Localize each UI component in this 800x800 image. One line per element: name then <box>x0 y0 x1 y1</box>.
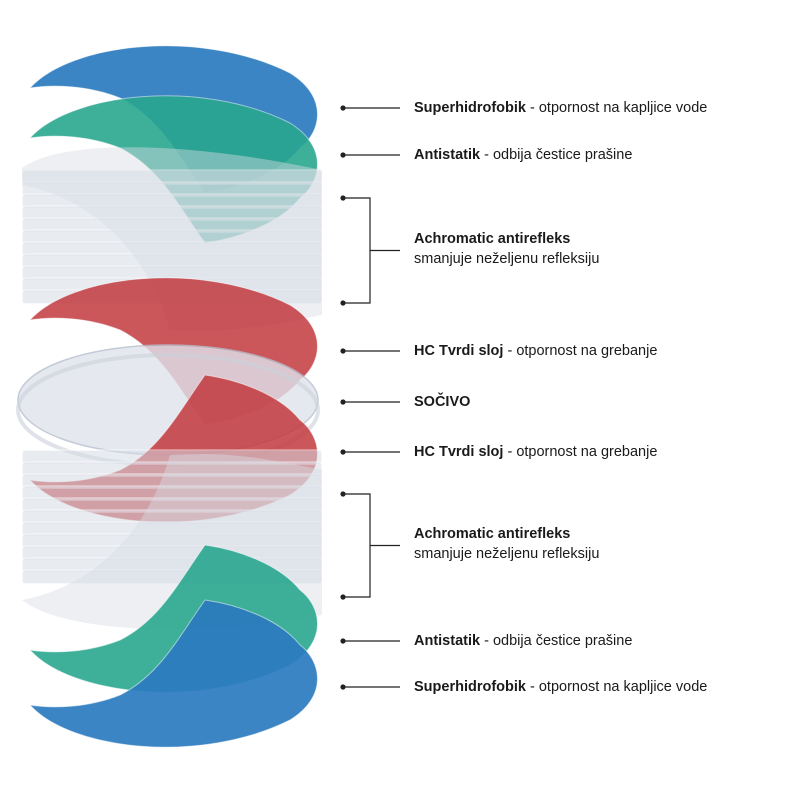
label-antirefleks-top: Achromatic antirefleks smanjuje neželjen… <box>414 229 599 269</box>
label-desc: - otpornost na grebanje <box>503 343 658 359</box>
label-antistatik-bottom: Antistatik - odbija čestice prašine <box>414 631 632 651</box>
lens-layers-stack <box>16 45 323 748</box>
leader-lines <box>340 105 400 690</box>
label-antirefleks-bottom: Achromatic antirefleks smanjuje neželjen… <box>414 524 599 564</box>
label-title: Achromatic antirefleks <box>414 526 571 542</box>
label-title: Achromatic antirefleks <box>414 231 571 247</box>
bracket-antirefleks-top <box>343 197 400 304</box>
label-antistatik-top: Antistatik - odbija čestice prašine <box>414 145 632 165</box>
label-title: Antistatik <box>414 633 481 649</box>
label-subtitle: smanjuje neželjenu refleksiju <box>414 546 600 562</box>
label-title: Antistatik <box>414 147 481 163</box>
label-socivo: SOČIVO <box>414 392 470 412</box>
label-desc: - otpornost na kapljice vode <box>525 100 708 116</box>
label-desc: - odbija čestice prašine <box>480 147 633 163</box>
label-tvrdi-sloj-top: HC Tvrdi sloj - otpornost na grebanje <box>414 341 657 361</box>
label-desc: - otpornost na grebanje <box>503 444 658 460</box>
bracket-antirefleks-bottom <box>343 493 400 598</box>
label-desc: - otpornost na kapljice vode <box>525 679 708 695</box>
label-subtitle: smanjuje neželjenu refleksiju <box>414 251 600 267</box>
label-title: HC Tvrdi sloj <box>414 444 504 460</box>
label-title: Superhidrofobik <box>414 100 526 116</box>
superhidrofobik-layer-bottom <box>28 599 318 748</box>
label-desc: - odbija čestice prašine <box>480 633 633 649</box>
antirefleks-volume-top <box>22 147 322 331</box>
label-superhidrofobik-top: Superhidrofobik - otpornost na kapljice … <box>414 98 707 118</box>
label-title: HC Tvrdi sloj <box>414 343 504 359</box>
label-title: Superhidrofobik <box>414 679 526 695</box>
label-superhidrofobik-bottom: Superhidrofobik - otpornost na kapljice … <box>414 677 707 697</box>
label-tvrdi-sloj-bottom: HC Tvrdi sloj - otpornost na grebanje <box>414 442 657 462</box>
label-title: SOČIVO <box>414 394 471 410</box>
